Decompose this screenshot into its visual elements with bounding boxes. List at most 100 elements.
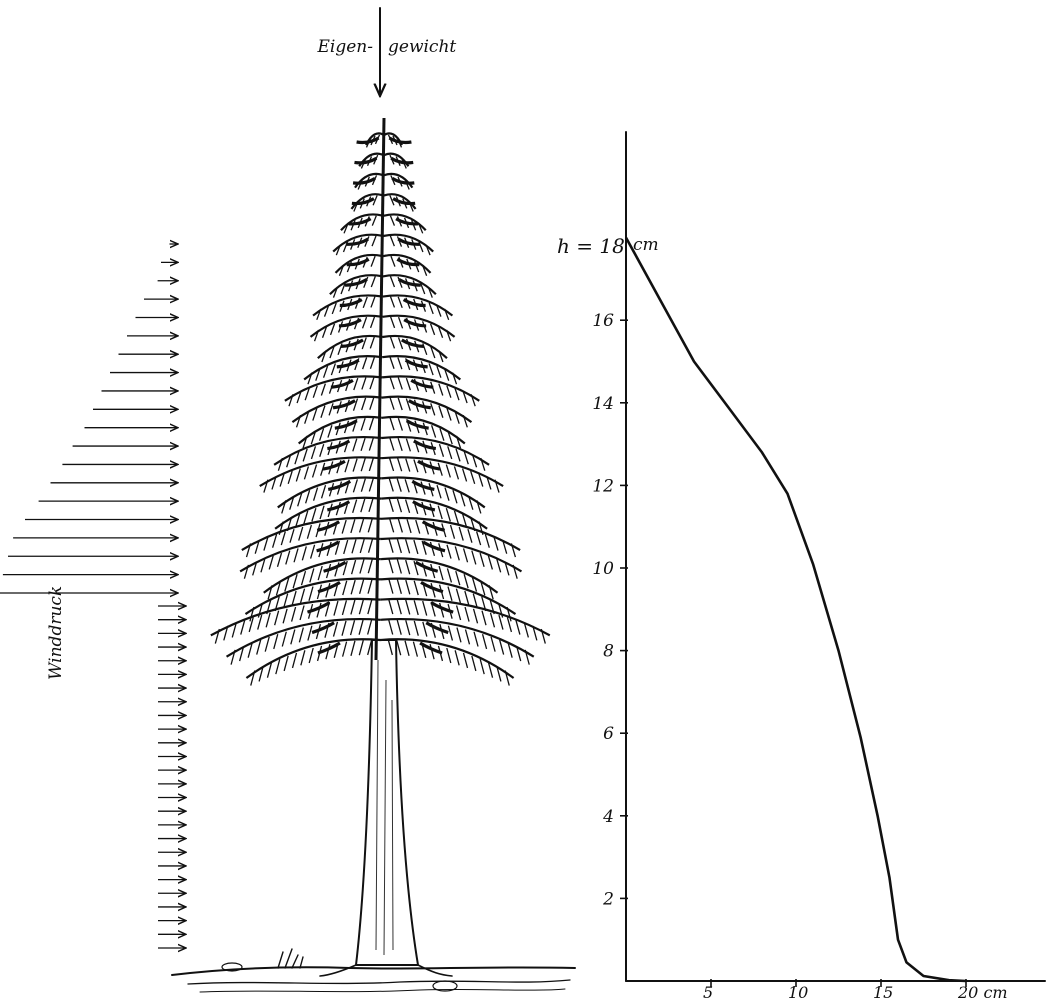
foliage-shadow — [348, 217, 372, 226]
branch — [239, 537, 381, 573]
branch — [274, 496, 382, 530]
foliage-shadow — [403, 318, 427, 328]
needle-tuft — [321, 326, 328, 338]
needle-tuft — [358, 518, 365, 533]
needle-tuft — [310, 431, 316, 445]
needle-tuft — [353, 377, 359, 391]
needle-tuft — [299, 588, 306, 604]
foliage-shadow — [417, 459, 441, 471]
needle-tuft — [295, 414, 302, 428]
needle-tuft — [404, 499, 411, 514]
needle-tuft — [389, 276, 396, 288]
needle-tuft — [532, 625, 538, 641]
foliage-shadow — [411, 480, 435, 492]
needle-tuft — [496, 558, 502, 573]
needle-tuft — [436, 365, 442, 378]
stone — [432, 980, 458, 992]
branch — [382, 314, 456, 338]
x-tick-label: 10 — [788, 983, 808, 999]
needle-tuft — [397, 357, 403, 370]
needle-tuft — [388, 457, 395, 472]
needle-tuft — [397, 276, 403, 288]
needle-tuft — [396, 640, 402, 656]
needle-tuft — [332, 286, 339, 298]
branch — [381, 476, 486, 509]
needle-tuft — [306, 524, 313, 539]
foliage-shadow — [425, 621, 449, 635]
foliage-shadow — [316, 540, 340, 553]
needle-tuft — [444, 308, 450, 321]
needle-tuft — [496, 666, 502, 682]
foliage-shadow — [322, 459, 346, 471]
needle-tuft — [468, 496, 474, 510]
foliage-shadow — [352, 177, 376, 185]
needle-tuft — [471, 655, 477, 672]
needle-tuft — [304, 490, 311, 504]
needle-tuft — [437, 505, 443, 520]
branch — [382, 233, 434, 253]
needle-tuft — [421, 501, 427, 516]
needle-tuft — [280, 531, 286, 546]
needle-tuft — [254, 539, 260, 554]
needle-tuft — [480, 457, 486, 471]
needle-tuft — [243, 564, 250, 579]
trunk-bark-lines — [375, 659, 394, 956]
needle-tuft — [455, 588, 462, 604]
needle-tuft — [444, 368, 450, 381]
y-tick-label: 14 — [592, 394, 614, 414]
branch — [380, 597, 551, 637]
needle-tuft — [320, 405, 326, 418]
needle-tuft — [504, 670, 510, 686]
needle-tuft — [462, 548, 469, 563]
needle-tuft — [298, 627, 304, 643]
needle-tuft — [493, 536, 499, 551]
needle-tuft — [454, 546, 460, 561]
needle-tuft — [464, 590, 470, 606]
foliage-shadow — [397, 237, 421, 246]
needle-tuft — [320, 462, 326, 476]
needle-tuft — [350, 640, 356, 656]
needle-tuft — [331, 302, 337, 315]
needle-tuft — [332, 621, 339, 637]
needle-tuft — [472, 608, 479, 624]
needle-tuft — [249, 606, 255, 622]
needle-tuft — [367, 599, 373, 615]
needle-tuft — [498, 614, 504, 630]
needle-tuft — [446, 408, 452, 421]
foliage-shadow — [317, 581, 341, 594]
needle-tuft — [439, 602, 445, 618]
branch — [277, 476, 382, 509]
needle-tuft — [429, 323, 436, 336]
needle-tuft — [283, 593, 289, 609]
needle-tuft — [367, 558, 373, 574]
needle-tuft — [297, 493, 303, 507]
needle-tuft — [454, 388, 460, 401]
needle-tuft — [341, 600, 348, 616]
needle-tuft — [240, 619, 246, 635]
needle-tuft — [369, 377, 375, 390]
needle-tuft — [422, 265, 428, 276]
needle-tuft — [444, 487, 450, 501]
needle-tuft — [437, 462, 443, 476]
needle-tuft — [368, 478, 374, 492]
needle-tuft — [438, 565, 444, 581]
needle-tuft — [214, 628, 220, 644]
needle-tuft — [464, 629, 471, 645]
needle-tuft — [322, 365, 329, 378]
needle-tuft — [335, 501, 341, 516]
needle-tuft — [480, 581, 486, 596]
needle-tuft — [268, 555, 274, 570]
needle-tuft — [458, 526, 464, 541]
spruce-tree-illustration — [210, 117, 551, 977]
needle-tuft — [363, 276, 369, 288]
needle-tuft — [307, 625, 313, 641]
needle-tuft — [367, 518, 373, 533]
needle-tuft — [388, 579, 394, 594]
foliage-shadow — [351, 197, 375, 206]
needle-tuft — [341, 620, 347, 636]
needle-tuft — [430, 425, 437, 438]
needle-tuft — [463, 573, 469, 589]
branch — [210, 597, 381, 637]
branch — [259, 456, 382, 488]
needle-tuft — [335, 244, 341, 256]
